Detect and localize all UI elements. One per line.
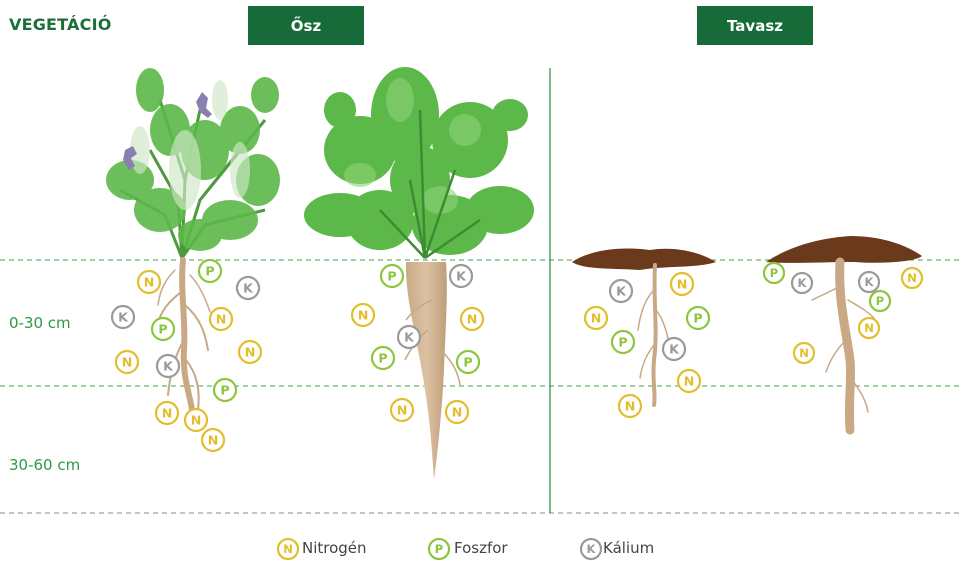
legend-nitrogen-label: Nitrogén — [302, 539, 367, 557]
nutrient-marker-k: K — [112, 306, 134, 328]
nutrient-marker-p: P — [372, 347, 394, 369]
legend-potassium-icon: K — [581, 539, 601, 559]
svg-text:K: K — [456, 269, 467, 284]
svg-text:P: P — [205, 264, 214, 279]
nutrient-marker-k: K — [157, 355, 179, 377]
svg-text:N: N — [677, 277, 688, 292]
nutrient-marker-k: K — [398, 326, 420, 348]
nutrient-marker-p: P — [199, 260, 221, 282]
svg-text:N: N — [452, 405, 463, 420]
svg-text:K: K — [163, 359, 174, 374]
svg-text:N: N — [162, 406, 173, 421]
nutrient-marker-n: N — [116, 351, 138, 373]
nutrient-marker-k: K — [237, 277, 259, 299]
svg-text:N: N — [122, 355, 133, 370]
svg-text:P: P — [618, 335, 627, 350]
nutrient-marker-p: P — [870, 291, 890, 311]
svg-text:P: P — [158, 322, 167, 337]
legend-phosphorus-icon: P — [429, 539, 449, 559]
nutrient-marker-n: N — [352, 304, 374, 326]
spring-residue-2 — [766, 236, 922, 430]
svg-text:K: K — [118, 310, 129, 325]
svg-text:N: N — [144, 275, 155, 290]
svg-text:N: N — [283, 542, 293, 556]
nutrient-marker-n: N — [859, 318, 879, 338]
legend-phosphorus-label: Foszfor — [454, 539, 508, 557]
nutrient-marker-n: N — [156, 402, 178, 424]
nutrient-marker-n: N — [671, 273, 693, 295]
nutrient-marker-n: N — [185, 409, 207, 431]
svg-text:K: K — [404, 330, 415, 345]
radish-taproot — [405, 262, 460, 480]
nutrient-marker-n: N — [461, 308, 483, 330]
nutrient-marker-n: N — [391, 399, 413, 421]
nutrient-marker-n: N — [585, 307, 607, 329]
svg-text:P: P — [220, 383, 229, 398]
svg-text:K: K — [865, 275, 875, 289]
nutrient-marker-k: K — [859, 272, 879, 292]
svg-text:N: N — [397, 403, 408, 418]
svg-text:N: N — [467, 312, 478, 327]
nutrient-marker-p: P — [612, 331, 634, 353]
svg-text:N: N — [864, 321, 874, 335]
nutrient-marker-n: N — [202, 429, 224, 451]
nutrient-marker-n: N — [446, 401, 468, 423]
svg-text:N: N — [625, 399, 636, 414]
nutrient-marker-p: P — [457, 351, 479, 373]
rapeseed-foliage — [106, 68, 280, 258]
radish-foliage — [304, 67, 534, 258]
svg-text:P: P — [463, 355, 472, 370]
nutrient-marker-k: K — [792, 273, 812, 293]
svg-text:N: N — [358, 308, 369, 323]
svg-text:N: N — [245, 345, 256, 360]
svg-text:N: N — [191, 413, 202, 428]
nutrient-marker-n: N — [794, 343, 814, 363]
svg-text:N: N — [591, 311, 602, 326]
svg-text:K: K — [243, 281, 254, 296]
svg-text:N: N — [907, 271, 917, 285]
svg-text:P: P — [770, 266, 778, 280]
nutrient-marker-n: N — [210, 308, 232, 330]
nutrient-marker-n: N — [138, 271, 160, 293]
svg-text:K: K — [587, 542, 597, 556]
svg-text:N: N — [216, 312, 227, 327]
nutrient-marker-k: K — [610, 280, 632, 302]
nutrient-marker-n: N — [678, 370, 700, 392]
nutrient-marker-p: P — [381, 265, 403, 287]
legend-nitrogen-icon: N — [278, 539, 298, 559]
nutrient-marker-n: N — [619, 395, 641, 417]
nutrient-marker-p: P — [687, 307, 709, 329]
svg-text:N: N — [684, 374, 695, 389]
nutrient-marker-k: K — [663, 338, 685, 360]
svg-text:N: N — [208, 433, 219, 448]
legend-potassium-label: Kálium — [603, 539, 654, 557]
svg-text:P: P — [435, 542, 443, 556]
svg-text:K: K — [669, 342, 680, 357]
nutrient-marker-p: P — [764, 263, 784, 283]
svg-text:P: P — [876, 294, 884, 308]
nutrient-marker-n: N — [239, 341, 261, 363]
svg-text:K: K — [616, 284, 627, 299]
nutrient-marker-n: N — [902, 268, 922, 288]
svg-text:K: K — [798, 276, 808, 290]
svg-text:P: P — [387, 269, 396, 284]
nutrient-marker-p: P — [214, 379, 236, 401]
svg-text:N: N — [799, 346, 809, 360]
nutrient-marker-p: P — [152, 318, 174, 340]
svg-text:P: P — [378, 351, 387, 366]
nutrient-marker-k: K — [450, 265, 472, 287]
svg-text:P: P — [693, 311, 702, 326]
